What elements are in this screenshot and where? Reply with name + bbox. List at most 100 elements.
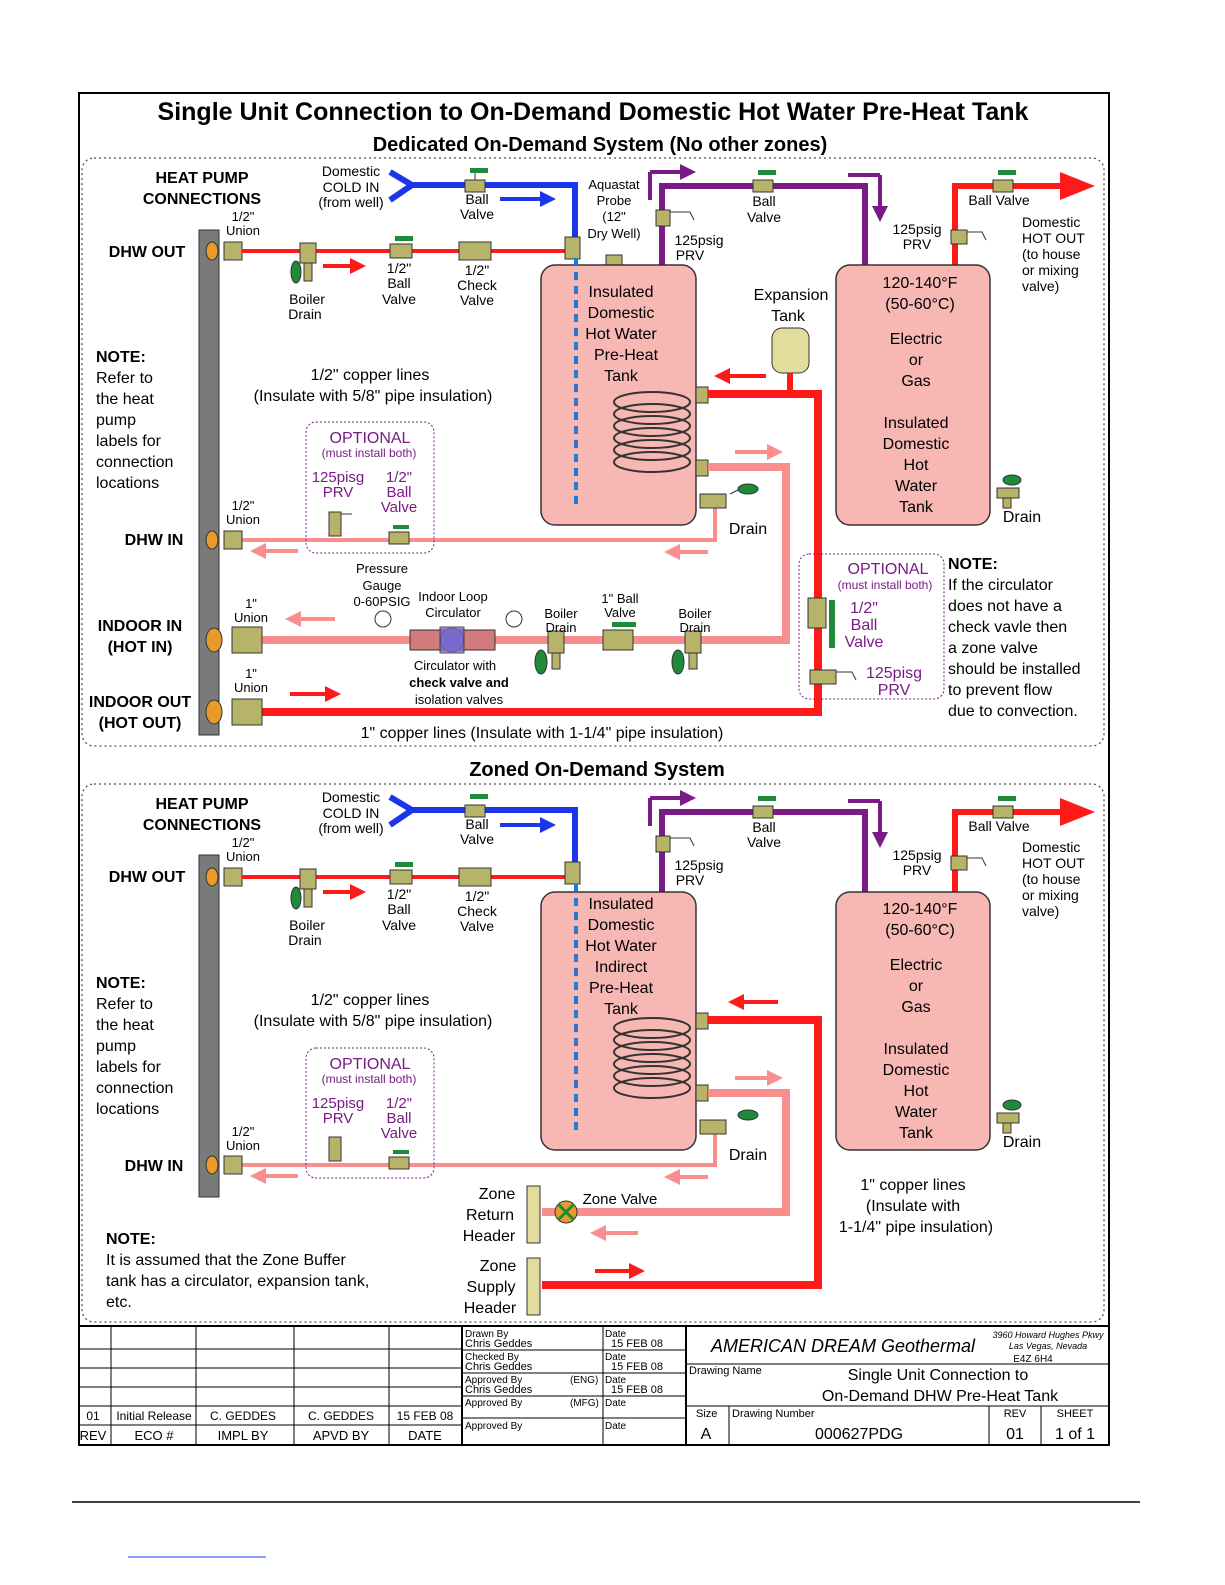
boiler-drain-valve bbox=[290, 242, 317, 284]
boiler-drain-2: Drain bbox=[288, 306, 321, 322]
mfg-tag: (MFG) bbox=[570, 1398, 599, 1409]
company-name: AMERICAN DREAM Geothermal bbox=[710, 1336, 976, 1356]
dom-hot-3: (to house bbox=[1022, 246, 1081, 262]
sheet-value: 1 of 1 bbox=[1055, 1426, 1095, 1443]
union-dhwin-1: 1/2" bbox=[232, 498, 255, 513]
zone-return-3: Header bbox=[463, 1228, 516, 1245]
drawing-frame bbox=[78, 92, 1110, 1446]
expansion-1: Expansion bbox=[754, 287, 829, 304]
opt3-prv-1: 125pisg bbox=[312, 1095, 365, 1112]
note-b-2: the heat bbox=[96, 1017, 154, 1034]
prv-dhw bbox=[950, 229, 987, 245]
preheat2-2: Domestic bbox=[588, 917, 655, 934]
note-title: NOTE: bbox=[96, 349, 146, 366]
date-value-3: 15 FEB 08 bbox=[611, 1384, 663, 1396]
preheat2-5: Pre-Heat bbox=[589, 980, 654, 997]
dhw2-10: Hot bbox=[904, 1083, 929, 1100]
ball2-1: Ball bbox=[465, 816, 488, 832]
opt-ball-3: Valve bbox=[381, 499, 417, 516]
zone-supply-2: Supply bbox=[467, 1279, 516, 1296]
prv-dhw-2 bbox=[950, 855, 987, 871]
union3-1: 1/2" bbox=[232, 1124, 255, 1139]
note-b-6: locations bbox=[96, 1101, 159, 1118]
port-dhw-out bbox=[205, 241, 219, 261]
union-indoor-in bbox=[231, 626, 263, 654]
bd-loop2-2: Drain bbox=[679, 620, 710, 635]
indoor-in-1: INDOOR IN bbox=[98, 618, 182, 635]
eng-tag: (ENG) bbox=[570, 1375, 598, 1386]
indoor-in-2: (HOT IN) bbox=[108, 639, 173, 656]
one-lines-top: 1" copper lines (Insulate with 1-1/4" pi… bbox=[361, 725, 724, 742]
pressure-gauge-3: 0-60PSIG bbox=[353, 594, 410, 609]
half-ball-3: Valve bbox=[382, 291, 416, 307]
note-c-3: etc. bbox=[106, 1294, 132, 1311]
note-b-1: Refer to bbox=[96, 996, 153, 1013]
coil-fitting-top bbox=[695, 386, 709, 404]
ball2-2: Valve bbox=[460, 831, 494, 847]
half-ball-1: 1/2" bbox=[387, 260, 411, 276]
dhw-in-label: DHW IN bbox=[125, 532, 184, 549]
opt-ball-valve bbox=[388, 525, 410, 545]
dhw-drain2-label: Drain bbox=[1003, 1134, 1041, 1151]
checked-by-label: Checked By bbox=[465, 1352, 519, 1363]
eco-header: ECO # bbox=[134, 1428, 174, 1443]
dom-hot2-1: Domestic bbox=[1022, 839, 1080, 855]
coil-fitting-bottom bbox=[695, 459, 709, 477]
cold-water-pipe bbox=[388, 169, 578, 237]
dhw-tank-drain-2 bbox=[996, 1099, 1022, 1134]
tank-drain-label: Drain bbox=[729, 521, 767, 538]
dhw-tank-10: Hot bbox=[904, 457, 929, 474]
hp2-title-1: HEAT PUMP bbox=[155, 796, 248, 813]
ball-valve-hot-2 bbox=[992, 796, 1016, 819]
dom-cold2-3: (from well) bbox=[318, 820, 383, 836]
note2-line-1: If the circulator bbox=[948, 577, 1054, 594]
hp-title-2: CONNECTIONS bbox=[143, 191, 262, 208]
fitting-dhw-out bbox=[564, 236, 581, 260]
dhw-in2-label: DHW IN bbox=[125, 1158, 184, 1175]
half-lines2-1: 1/2" copper lines bbox=[311, 992, 430, 1009]
dom-hot2-3: (to house bbox=[1022, 871, 1081, 887]
opt2-ball-2: Ball bbox=[851, 617, 878, 634]
rev-label: REV bbox=[1004, 1408, 1027, 1420]
eco-cell: Initial Release bbox=[116, 1409, 192, 1423]
preheat2-6: Tank bbox=[604, 1001, 639, 1018]
indoor-hot-pipe bbox=[242, 390, 822, 716]
dom-cold-3: (from well) bbox=[318, 194, 383, 210]
dhw-tank-2 bbox=[835, 891, 991, 1151]
date-cell: 15 FEB 08 bbox=[397, 1409, 454, 1423]
half-ball2-1: 1/2" bbox=[387, 886, 411, 902]
prv-preheat2-1: 125psig bbox=[674, 857, 723, 873]
ball-valve-label-1: Ball bbox=[465, 191, 488, 207]
optional-box-1 bbox=[305, 421, 435, 554]
indoor-loop-1: Indoor Loop bbox=[418, 589, 487, 604]
union2-half-1: 1/2" bbox=[232, 835, 255, 850]
union3-2: Union bbox=[226, 1138, 260, 1153]
opt2-prv-1: 125pisg bbox=[866, 665, 922, 682]
indoor-out-1: INDOOR OUT bbox=[89, 694, 191, 711]
cold-water-pipe-2 bbox=[388, 794, 578, 862]
preheat-4: Pre-Heat bbox=[594, 347, 659, 364]
union-half-1: 1/2" bbox=[232, 209, 255, 224]
preheat-3: Hot Water bbox=[585, 326, 657, 343]
half-check2-1: 1/2" bbox=[465, 888, 489, 904]
indoor-out-2: (HOT OUT) bbox=[99, 715, 182, 732]
note-b-title: NOTE: bbox=[96, 975, 146, 992]
boiler-drain-1: Boiler bbox=[289, 291, 325, 307]
port-indoor-in bbox=[205, 627, 223, 653]
opt-ball-1: 1/2" bbox=[386, 469, 412, 486]
half-check-3: Valve bbox=[460, 292, 494, 308]
half-lines2-2: (Insulate with 5/8" pipe insulation) bbox=[254, 1013, 493, 1030]
dom-hot2-5: valve) bbox=[1022, 903, 1059, 919]
indoor-return-pipe bbox=[242, 463, 790, 644]
prv-dhw2-2: PRV bbox=[903, 862, 932, 878]
prv-dhw-1: 125psig bbox=[892, 221, 941, 237]
union-indoor-out bbox=[231, 698, 263, 726]
tank-drain2-label: Drain bbox=[729, 1147, 767, 1164]
port2-dhw-out bbox=[205, 867, 219, 887]
rev-value: 01 bbox=[1006, 1426, 1024, 1443]
note-c-1: It is assumed that the Zone Buffer bbox=[106, 1252, 347, 1269]
address-3: E4Z 6H4 bbox=[1013, 1354, 1053, 1365]
approved-eng-name: Chris Geddes bbox=[465, 1384, 533, 1396]
ball-valve-purple-1: Ball bbox=[752, 193, 775, 209]
approved-mfg-label: Approved By bbox=[465, 1398, 522, 1409]
